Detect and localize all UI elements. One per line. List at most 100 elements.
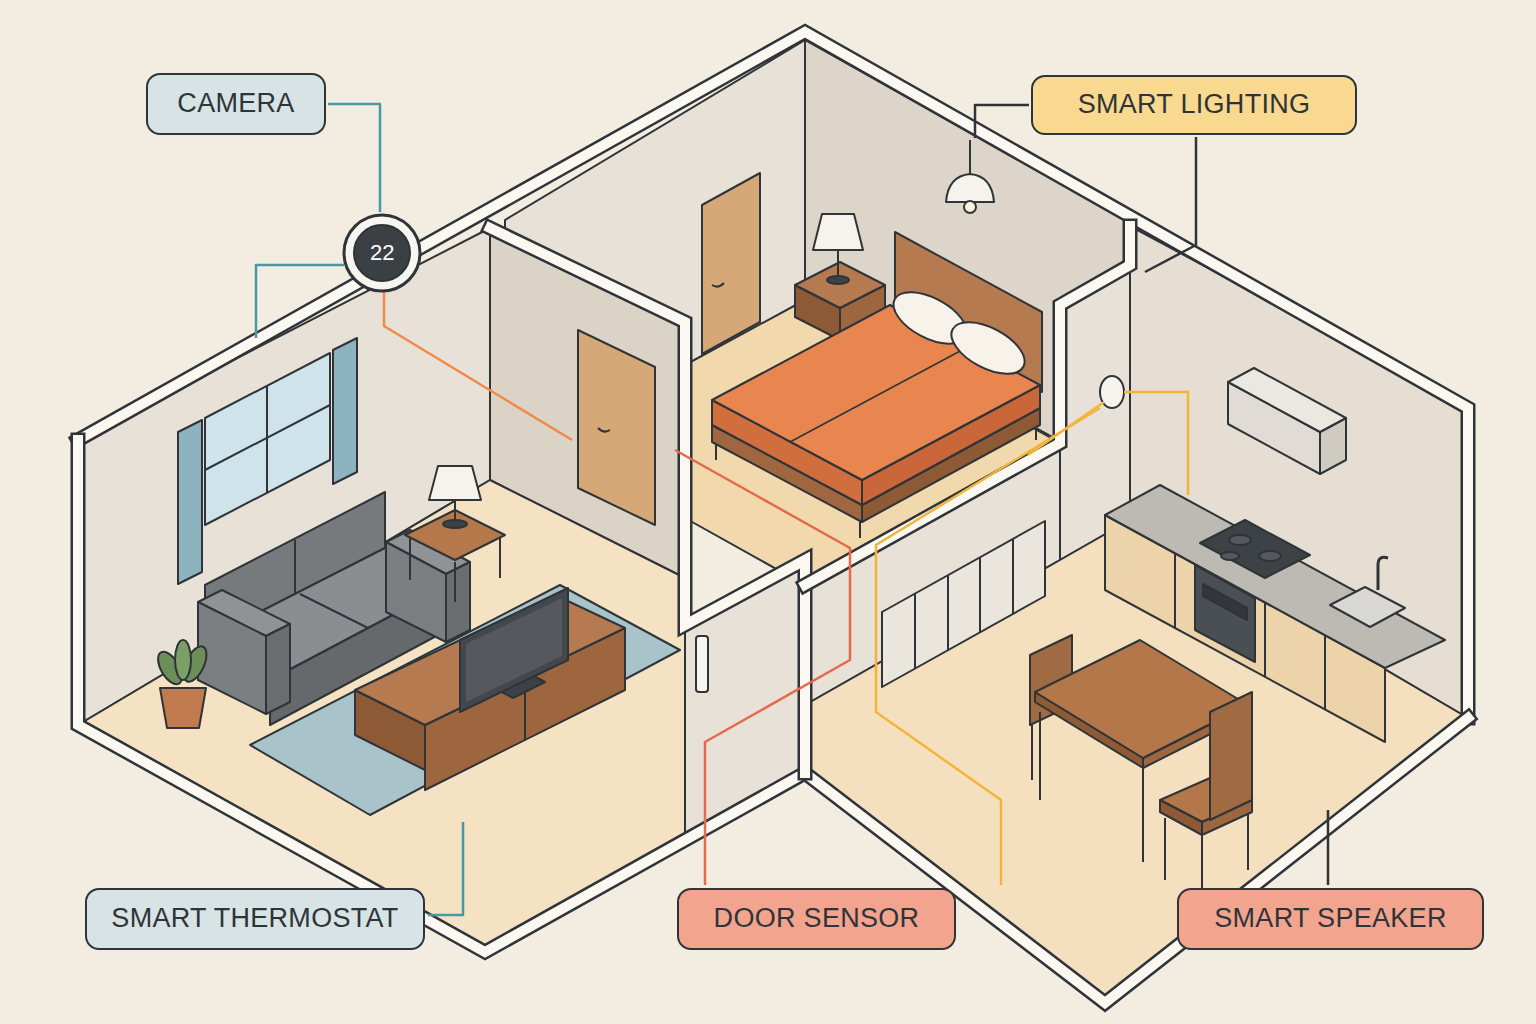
leader-lines-part bbox=[384, 292, 572, 440]
callout-label: DOOR SENSOR bbox=[714, 904, 920, 934]
rug bbox=[250, 585, 680, 815]
wall-tops bbox=[78, 32, 1468, 1003]
living-shell-part bbox=[78, 480, 685, 952]
kitchen-counter-part bbox=[1330, 587, 1405, 627]
radiator-part bbox=[882, 521, 1045, 687]
bedroom-door-part bbox=[712, 283, 724, 287]
kitchen-counter-part bbox=[1259, 551, 1281, 561]
kitchen-counter-part bbox=[1264, 602, 1266, 677]
plant-part bbox=[175, 640, 191, 680]
dining-table-part bbox=[1142, 768, 1144, 862]
pendant-light-part bbox=[964, 201, 976, 213]
leader-lines-part bbox=[328, 104, 380, 212]
thermostat-device bbox=[344, 215, 420, 291]
plant-part bbox=[160, 688, 206, 728]
sofa-part bbox=[300, 594, 368, 628]
pendant-light bbox=[946, 140, 994, 213]
nightstand-lamp-part bbox=[827, 276, 849, 284]
thermostat-device-part bbox=[344, 215, 420, 291]
wall-tops-part bbox=[78, 440, 1468, 1003]
window-part bbox=[178, 420, 202, 584]
kitchen-counter-part bbox=[1200, 520, 1310, 578]
sofa-part bbox=[294, 540, 296, 593]
kitchen-counter-part bbox=[1378, 557, 1388, 590]
sofa-part bbox=[386, 542, 446, 642]
plant bbox=[153, 640, 211, 728]
leader-lines-part bbox=[975, 105, 1029, 138]
leader-lines-part bbox=[256, 265, 344, 338]
wall-tops-part bbox=[78, 440, 1468, 1003]
leader-lines-part bbox=[876, 408, 1100, 885]
callout-box: CAMERA bbox=[146, 73, 326, 135]
dining-table-part bbox=[1039, 712, 1041, 800]
sofa-part bbox=[266, 624, 290, 714]
radiator-part bbox=[914, 594, 916, 669]
thermostat-reading: 22 bbox=[370, 242, 394, 264]
leader-lines-part bbox=[675, 450, 850, 885]
leader-lines-part bbox=[1028, 402, 1104, 455]
side-table-lamp-part bbox=[443, 520, 467, 528]
callout-box: SMART THERMOSTAT bbox=[85, 888, 425, 950]
leader-lines-part bbox=[1327, 810, 1330, 885]
callout-label: SMART LIGHTING bbox=[1078, 90, 1311, 120]
window-part bbox=[333, 338, 357, 484]
kitchen-counter-part bbox=[1174, 553, 1176, 628]
radiator-part bbox=[947, 575, 949, 650]
door-sensor-device bbox=[696, 636, 708, 692]
callout-label: CAMERA bbox=[177, 89, 294, 119]
side-table-lamp-part bbox=[429, 466, 481, 500]
side-table-lamp-part bbox=[499, 538, 501, 578]
callout-box: DOOR SENSOR bbox=[677, 888, 956, 950]
living-door bbox=[578, 330, 655, 525]
callout-box: SMART LIGHTING bbox=[1031, 75, 1357, 135]
leader-lines-part bbox=[428, 822, 463, 915]
radiator-part bbox=[1012, 539, 1014, 614]
kitchen-counter-part bbox=[1229, 535, 1251, 545]
side-table-lamp-part bbox=[454, 562, 456, 602]
kitchen-counter-part bbox=[1324, 635, 1326, 710]
nightstand-lamp-part bbox=[837, 250, 839, 278]
pendant-light-part bbox=[969, 140, 971, 176]
side-table-lamp-part bbox=[409, 538, 411, 580]
window-part bbox=[205, 405, 330, 470]
wall-cabinet bbox=[1228, 368, 1346, 474]
bed bbox=[712, 232, 1042, 538]
thermostat-device-part bbox=[354, 225, 410, 281]
door-sensor-device-part bbox=[696, 636, 708, 692]
side-table-lamp-part bbox=[454, 500, 456, 522]
leader-lines-part bbox=[1145, 137, 1196, 272]
bedroom-door-part bbox=[702, 173, 760, 354]
bed-part bbox=[712, 305, 1040, 480]
callout-box: SMART SPEAKER bbox=[1177, 888, 1484, 950]
television bbox=[460, 588, 568, 712]
bed-part bbox=[943, 312, 1032, 385]
leader-lines-part bbox=[1124, 392, 1188, 495]
window-part bbox=[205, 353, 330, 525]
dining-table-part bbox=[1160, 800, 1202, 835]
dining-table bbox=[1030, 635, 1252, 900]
window-part bbox=[266, 386, 268, 493]
television-part bbox=[466, 598, 562, 702]
bed-part bbox=[790, 350, 962, 442]
dining-table-part bbox=[1247, 812, 1249, 870]
nightstand-lamp-part bbox=[813, 214, 863, 250]
callout-label: SMART THERMOSTAT bbox=[111, 904, 398, 934]
dining-table-part bbox=[1164, 818, 1166, 880]
living-door-part bbox=[578, 330, 655, 525]
radiator bbox=[882, 521, 1045, 687]
living-door-part bbox=[598, 428, 610, 432]
sofa-part bbox=[446, 562, 470, 642]
sofa-part bbox=[198, 602, 266, 714]
tv-stand-part bbox=[355, 595, 625, 725]
living-shell bbox=[78, 228, 805, 952]
callout-label: SMART SPEAKER bbox=[1214, 904, 1446, 934]
rug-part bbox=[250, 585, 680, 815]
leader-lines bbox=[256, 104, 1328, 915]
kitchen-counter-part bbox=[1105, 485, 1445, 668]
dining-table-part bbox=[1031, 725, 1033, 780]
dining-table-part bbox=[1210, 692, 1252, 820]
bedroom-door bbox=[702, 173, 760, 354]
kitchen-counter-part bbox=[1221, 552, 1239, 560]
nightstand-lamp-part bbox=[795, 262, 885, 308]
